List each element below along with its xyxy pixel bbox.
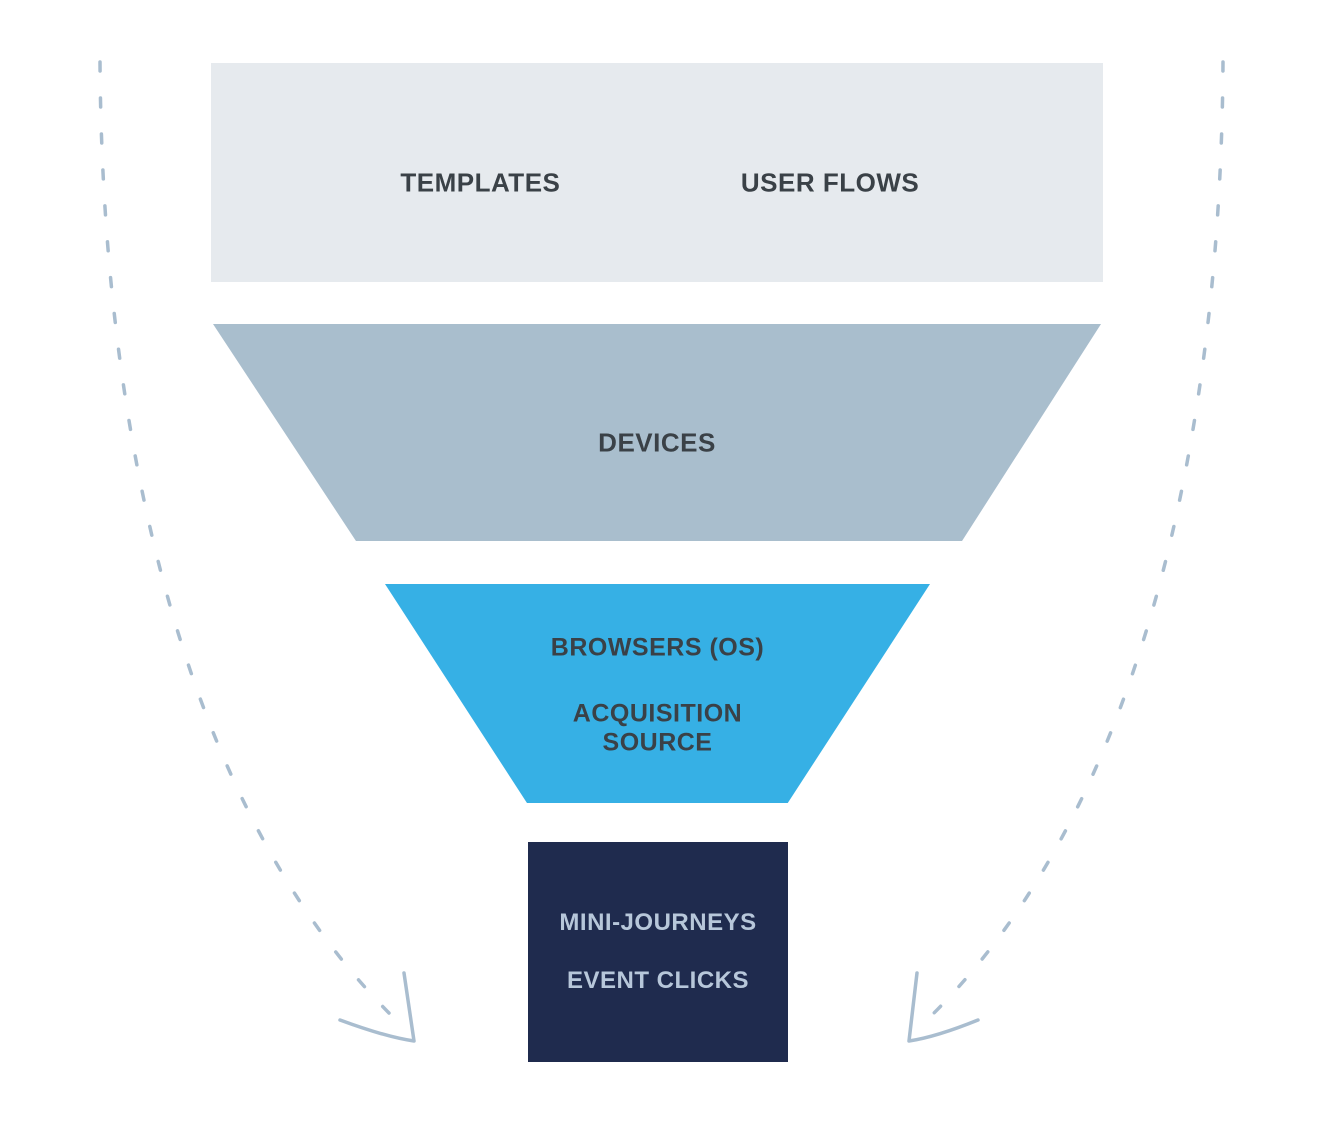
stage-label-event-clicks: EVENT CLICKS xyxy=(566,967,750,995)
stage-label-source: SOURCE xyxy=(602,728,713,757)
stage-label-browsers-os: BROWSERS (OS) xyxy=(550,633,765,662)
funnel-stage-browsers-acquisition: BROWSERS (OS) ACQUISITION SOURCE xyxy=(385,584,930,803)
stage-label-devices: DEVICES xyxy=(598,427,716,458)
left-arrowhead-icon xyxy=(338,971,416,1043)
funnel-stage-mini-journeys: MINI-JOURNEYS EVENT CLICKS xyxy=(528,842,788,1062)
stage-label-mini-journeys: MINI-JOURNEYS xyxy=(559,908,757,936)
stage-label-user-flows: USER FLOWS xyxy=(740,167,920,198)
funnel-stage-devices: DEVICES xyxy=(213,324,1101,541)
stage-label-acquisition: ACQUISITION xyxy=(572,699,743,728)
right-arrowhead-icon xyxy=(907,971,980,1043)
funnel-stage-templates-user-flows: TEMPLATES USER FLOWS xyxy=(211,63,1103,282)
stage-label-templates: TEMPLATES xyxy=(400,167,561,198)
